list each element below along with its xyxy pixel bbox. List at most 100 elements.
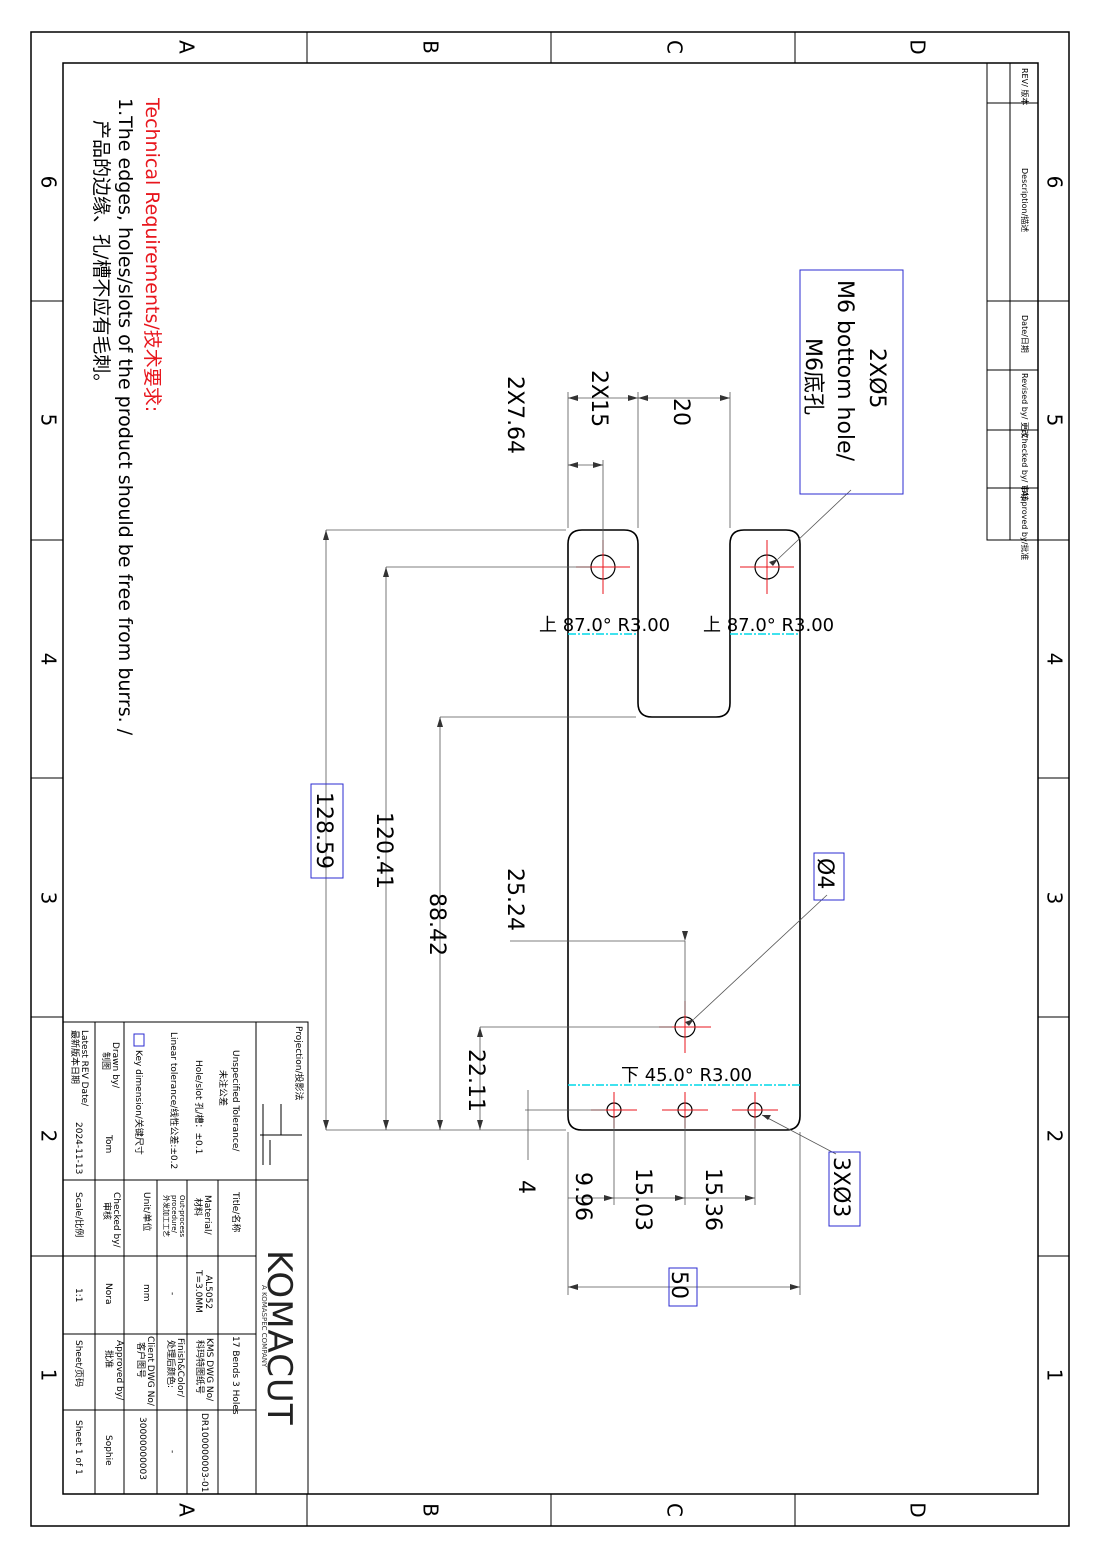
- dimension-lines: [325, 392, 852, 1295]
- logo-wordmark: KOMACUT: [259, 1250, 299, 1426]
- dimension-arrows: [323, 395, 800, 1290]
- key-dimension-legend-box: [133, 1033, 145, 1047]
- kms-dwg-value: DR100000003-01: [199, 1413, 209, 1492]
- zone-number-5-left: 5: [37, 414, 61, 427]
- zone-dividers: [31, 32, 1069, 1526]
- zone-number-1-right: 1: [1043, 1369, 1067, 1382]
- key-dimension-label: Key dimension/关键尺寸: [133, 1050, 145, 1155]
- sheet-value: Sheet 1 of 1: [73, 1420, 83, 1475]
- zone-letters: A B C D A B C D: [175, 39, 930, 1517]
- zone-number-4-left: 4: [37, 653, 61, 666]
- zone-letter-b-top: B: [419, 40, 443, 54]
- finish-value: -: [167, 1450, 177, 1453]
- approved-by-header: Approved by/批准: [1020, 491, 1030, 560]
- latest-rev-value: 2024-11-13: [73, 1122, 83, 1174]
- unspecified-tolerance-label: Unspecified Tolerance/: [230, 1050, 240, 1152]
- company-logo: KOMACUT A KOMASPEC COMPANY: [259, 1250, 299, 1426]
- zone-number-5-right: 5: [1043, 414, 1067, 427]
- revision-table: [986, 62, 1039, 541]
- outprocess-value: -: [167, 1292, 177, 1295]
- zone-number-4-right: 4: [1043, 653, 1067, 666]
- callouts: 2XØ5 M6 bottom hole/ M6底孔 Ø4 3XØ3: [800, 280, 889, 1217]
- bend-annotations: 上 87.0° R3.00 上 87.0° R3.00 下 45.0° R3.0…: [539, 615, 834, 1086]
- title-value: 17 Bends 3 Holes: [230, 1336, 240, 1415]
- client-dwg-label-cn: 客户图号: [135, 1342, 147, 1378]
- callout-3xd3: 3XØ3: [828, 1157, 853, 1217]
- technical-requirements: Technical Requirements/技术要求: 1.The edges…: [90, 97, 163, 736]
- outprocess-label-cn: 外发加工工艺: [162, 1195, 171, 1237]
- callout-2xd5: 2XØ5: [864, 348, 889, 408]
- approved-by-label: Approved by/: [114, 1340, 124, 1401]
- title-label: Title/名称: [230, 1191, 242, 1232]
- outprocess-label: Out-process: [178, 1195, 186, 1237]
- callout-d4: Ø4: [812, 858, 837, 889]
- zone-letter-b-bottom: B: [419, 1503, 443, 1517]
- callout-m6-cn: M6底孔: [800, 338, 825, 415]
- dim-25-24: 25.24: [502, 868, 527, 931]
- dim-9-96: 9.96: [570, 1172, 595, 1221]
- checked-by-label: Checked by/: [111, 1192, 121, 1249]
- dim-50: 50: [666, 1271, 691, 1299]
- bend-label-upper-left: 上 87.0° R3.00: [539, 615, 670, 636]
- client-dwg-label: Client DWG No/: [145, 1336, 155, 1407]
- zone-number-3-left: 3: [37, 892, 61, 905]
- zone-number-6-right: 6: [1043, 176, 1067, 189]
- revised-by-header: Revised by/ 更改: [1020, 373, 1030, 438]
- scale-value: 1:1: [73, 1288, 83, 1302]
- bend-label-lower: 下 45.0° R3.00: [621, 1065, 752, 1086]
- sheet-label: Sheet/页码: [73, 1340, 84, 1387]
- zone-letter-a-bottom: A: [175, 1503, 199, 1517]
- linear-tolerance: Linear tolerance/线性公差:±0.2: [168, 1032, 180, 1169]
- finish-label-cn: 处理后颜色:: [165, 1340, 177, 1388]
- hole-m6-right: [740, 540, 794, 594]
- unit-label: Unit/单位: [141, 1192, 153, 1231]
- tech-req-item-en: 1.The edges, holes/slots of the product …: [114, 98, 136, 736]
- dim-20: 20: [668, 398, 693, 426]
- drawn-by-label-cn: 制图: [100, 1052, 112, 1070]
- title-block-text: Projection/投影法 Unspecified Tolerance/ 未注…: [69, 1026, 305, 1492]
- approved-by-label-cn: 批准: [103, 1350, 115, 1368]
- drawn-by-value: Tom: [103, 1134, 113, 1153]
- dim-2x7-64: 2X7.64: [502, 376, 527, 454]
- key-dimension-boxes: [310, 269, 904, 1307]
- material-value: AL5052: [203, 1275, 213, 1309]
- finish-label: Finish&Color/: [175, 1338, 185, 1398]
- rev-header: REV/ 版本: [1020, 68, 1030, 105]
- zone-number-2-left: 2: [37, 1130, 61, 1143]
- zone-letter-c-top: C: [663, 40, 687, 54]
- dim-128-59: 128.59: [311, 792, 336, 869]
- title-block-grid: [62, 1021, 309, 1495]
- tech-req-item-cn: 产品的边缘、孔/槽不应有毛刺。: [90, 120, 112, 392]
- kms-dwg-label: KMS DWG No/: [204, 1338, 214, 1402]
- dim-120-41: 120.41: [371, 812, 396, 889]
- zone-number-6-left: 6: [37, 176, 61, 189]
- material-label: Material/: [202, 1195, 212, 1236]
- hole-slot-tolerance: Hole/slot 孔/槽：±0.1: [193, 1060, 205, 1154]
- unspecified-tolerance-cn: 未注公差: [217, 1070, 229, 1106]
- dim-2x15: 2X15: [586, 370, 611, 427]
- approved-by-value: Sophie: [103, 1435, 113, 1466]
- bend-lines: [568, 633, 800, 1086]
- kms-dwg-label-cn: 科玛特图纸号: [194, 1340, 206, 1394]
- outer-frame: [30, 31, 1070, 1527]
- checked-by-value: Nora: [103, 1283, 113, 1304]
- client-dwg-value: 30000000003: [137, 1417, 147, 1480]
- dimension-values: 20 2X15 2X7.64 128.59 120.41 88.42 25.24…: [311, 370, 725, 1299]
- material-label-cn: 材料: [192, 1198, 204, 1216]
- zone-letter-d-bottom: D: [906, 1502, 930, 1517]
- unit-value: mm: [141, 1284, 151, 1302]
- drawn-by-label: Drawn by/: [110, 1042, 120, 1089]
- bend-label-upper-right: 上 87.0° R3.00: [703, 615, 834, 636]
- zone-numbers: 6 5 4 3 2 1 6 5 4 3 2 1: [37, 176, 1067, 1382]
- description-header: Description/描述: [1020, 168, 1030, 232]
- zone-letter-d-top: D: [906, 39, 930, 54]
- dim-88-42: 88.42: [424, 893, 449, 956]
- zone-letter-a-top: A: [175, 40, 199, 54]
- part-outline: [567, 529, 801, 1131]
- dim-15-03: 15.03: [630, 1168, 655, 1231]
- logo-subtitle: A KOMASPEC COMPANY: [260, 1285, 268, 1368]
- outprocess-label-2: procedure/: [170, 1195, 178, 1234]
- tech-req-title: Technical Requirements/技术要求:: [141, 97, 163, 412]
- material-value-thickness: T=3.0MM: [193, 1269, 203, 1313]
